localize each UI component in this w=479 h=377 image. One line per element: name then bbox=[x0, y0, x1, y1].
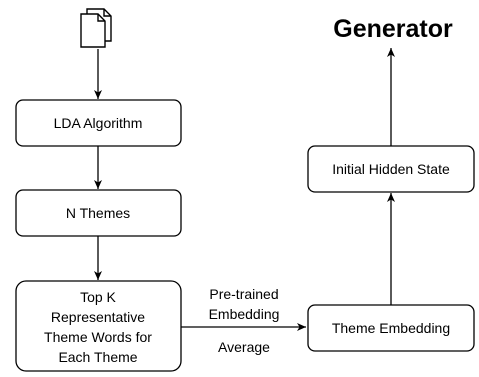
top-k-line-2: Representative bbox=[51, 309, 145, 325]
lda-algorithm-label: LDA Algorithm bbox=[54, 115, 143, 131]
initial-hidden-state-label: Initial Hidden State bbox=[332, 161, 450, 177]
theme-embedding-node: Theme Embedding bbox=[307, 304, 475, 352]
initial-hidden-state-node: Initial Hidden State bbox=[307, 145, 475, 193]
top-k-line-4: Each Theme bbox=[58, 349, 137, 365]
theme-embedding-label: Theme Embedding bbox=[332, 320, 450, 336]
generator-title: Generator bbox=[333, 15, 453, 43]
documents-icon bbox=[80, 8, 112, 48]
n-themes-node: N Themes bbox=[15, 189, 182, 237]
lda-algorithm-node: LDA Algorithm bbox=[15, 99, 182, 147]
n-themes-label: N Themes bbox=[66, 205, 130, 221]
edge-label-pretrained: Pre-trained bbox=[209, 286, 278, 302]
top-k-line-3: Theme Words for bbox=[44, 329, 152, 345]
edge-label-embedding: Embedding bbox=[209, 306, 280, 322]
edge-label-average: Average bbox=[218, 339, 270, 355]
top-k-line-1: Top K bbox=[80, 289, 116, 305]
top-k-theme-words-node: Top K Representative Theme Words for Eac… bbox=[15, 280, 182, 372]
